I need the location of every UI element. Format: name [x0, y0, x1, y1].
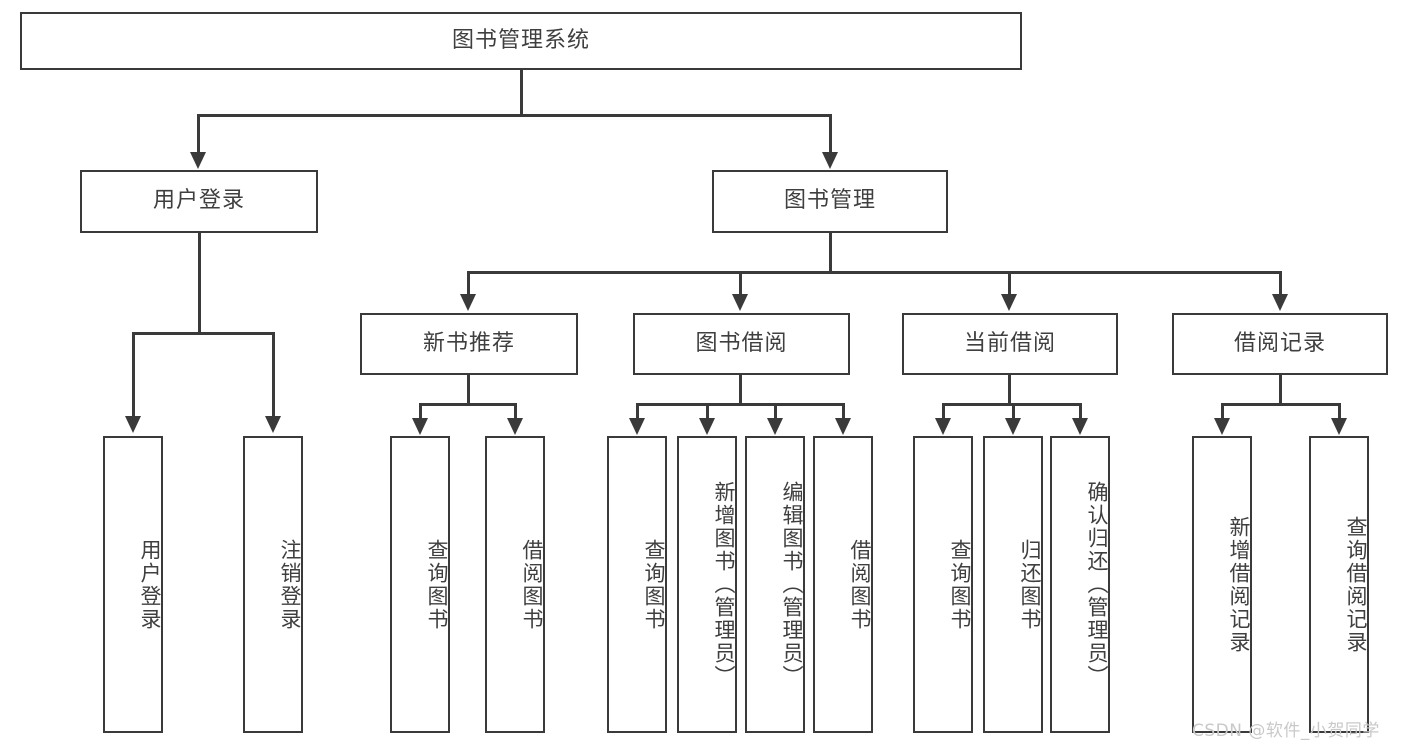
connector-book-manage-bus [467, 271, 1281, 274]
leaf-book-borrow-edit[interactable]: 编辑图书（管理员） [745, 436, 805, 733]
leaf-borrow-record-query[interactable]: 查询借阅记录 [1309, 436, 1369, 733]
arrowhead-root-to-book-manage [822, 152, 838, 169]
arrowhead-to-borrow-record [1272, 294, 1288, 311]
connector-current-borrow-stem [1008, 375, 1011, 405]
connector-to-new-book [467, 271, 470, 296]
arrowhead-borrow-record-leaf1 [1214, 418, 1230, 435]
connector-to-book-borrow [739, 271, 742, 296]
connector-borrow-record-stem [1279, 375, 1282, 405]
connector-root-bus [197, 114, 831, 117]
arrowhead-to-new-book [460, 294, 476, 311]
node-label: 查询借阅记录 [1344, 515, 1368, 654]
node-label: 用户登录 [152, 188, 245, 214]
node-book-management[interactable]: 图书管理 [712, 170, 948, 233]
arrowhead-to-current-borrow [1001, 294, 1017, 311]
leaf-book-borrow-borrow[interactable]: 借阅图书 [813, 436, 873, 733]
connector-book-borrow-leaf2 [706, 403, 709, 420]
connector-current-borrow-leaf2 [1012, 403, 1015, 420]
connector-user-login-leaf1 [132, 332, 135, 418]
node-label: 新增图书（管理员） [712, 481, 736, 688]
connector-current-borrow-leaf1 [942, 403, 945, 420]
node-label: 查询图书 [642, 538, 666, 631]
arrowhead-book-borrow-leaf4 [835, 418, 851, 435]
node-label: 编辑图书（管理员） [780, 481, 804, 688]
connector-new-book-stem [467, 375, 470, 405]
leaf-current-borrow-query[interactable]: 查询图书 [913, 436, 973, 733]
node-label: 图书管理系统 [451, 27, 590, 53]
arrowhead-book-borrow-leaf1 [629, 418, 645, 435]
connector-new-book-bus [419, 403, 517, 406]
leaf-current-borrow-confirm[interactable]: 确认归还（管理员） [1050, 436, 1110, 733]
node-label: 查询图书 [948, 538, 972, 631]
node-book-borrow[interactable]: 图书借阅 [633, 313, 850, 375]
node-label: 借阅图书 [520, 538, 544, 631]
arrowhead-user-login-leaf1 [125, 416, 141, 433]
connector-root-to-book-manage [829, 114, 832, 154]
arrowhead-borrow-record-leaf2 [1331, 418, 1347, 435]
connector-to-borrow-record [1279, 271, 1282, 296]
connector-to-current-borrow [1008, 271, 1011, 296]
arrowhead-current-borrow-leaf1 [935, 418, 951, 435]
leaf-new-book-query[interactable]: 查询图书 [390, 436, 450, 733]
arrowhead-to-book-borrow [732, 294, 748, 311]
leaf-new-book-borrow[interactable]: 借阅图书 [485, 436, 545, 733]
csdn-watermark: CSDN @软件_小贺同学 [1192, 721, 1380, 741]
leaf-current-borrow-return[interactable]: 归还图书 [983, 436, 1043, 733]
connector-book-borrow-stem [739, 375, 742, 405]
connector-book-borrow-leaf3 [774, 403, 777, 420]
connector-book-borrow-leaf4 [842, 403, 845, 420]
connector-current-borrow-leaf3 [1079, 403, 1082, 420]
connector-book-borrow-bus [636, 403, 843, 406]
connector-user-login-bus [132, 332, 274, 335]
leaf-book-borrow-query[interactable]: 查询图书 [607, 436, 667, 733]
connector-current-borrow-bus [942, 403, 1080, 406]
node-label: 当前借阅 [963, 330, 1056, 356]
connector-book-manage-stem [829, 233, 832, 273]
node-label: 确认归还（管理员） [1085, 481, 1109, 688]
node-label: 新增借阅记录 [1227, 515, 1251, 654]
node-label: 借阅记录 [1233, 330, 1326, 356]
connector-user-login-stem [198, 233, 201, 334]
connector-user-login-leaf2 [272, 332, 275, 418]
node-root-system[interactable]: 图书管理系统 [20, 12, 1022, 70]
leaf-borrow-record-add[interactable]: 新增借阅记录 [1192, 436, 1252, 733]
arrowhead-user-login-leaf2 [265, 416, 281, 433]
connector-book-borrow-leaf1 [636, 403, 639, 420]
node-borrow-record[interactable]: 借阅记录 [1172, 313, 1388, 375]
arrowhead-book-borrow-leaf2 [699, 418, 715, 435]
node-label: 用户登录 [138, 538, 162, 631]
arrowhead-root-to-user-login [190, 152, 206, 169]
connector-new-book-leaf2 [514, 403, 517, 420]
connector-root-stem [520, 70, 523, 116]
node-label: 借阅图书 [848, 538, 872, 631]
node-label: 归还图书 [1018, 538, 1042, 631]
connector-new-book-leaf1 [419, 403, 422, 420]
arrowhead-new-book-leaf1 [412, 418, 428, 435]
node-label: 图书管理 [783, 188, 876, 214]
connector-borrow-record-leaf1 [1221, 403, 1224, 420]
arrowhead-current-borrow-leaf2 [1005, 418, 1021, 435]
connector-root-to-user-login [197, 114, 200, 154]
leaf-user-login-login[interactable]: 用户登录 [103, 436, 163, 733]
node-label: 图书借阅 [695, 330, 788, 356]
node-label: 新书推荐 [422, 330, 515, 356]
node-current-borrow[interactable]: 当前借阅 [902, 313, 1118, 375]
arrowhead-new-book-leaf2 [507, 418, 523, 435]
connector-borrow-record-bus [1221, 403, 1340, 406]
node-label: 查询图书 [425, 538, 449, 631]
arrowhead-current-borrow-leaf3 [1072, 418, 1088, 435]
connector-borrow-record-leaf2 [1338, 403, 1341, 420]
node-new-book-recommend[interactable]: 新书推荐 [360, 313, 578, 375]
leaf-book-borrow-add[interactable]: 新增图书（管理员） [677, 436, 737, 733]
leaf-user-login-logout[interactable]: 注销登录 [243, 436, 303, 733]
node-label: 注销登录 [278, 538, 302, 631]
node-user-login[interactable]: 用户登录 [80, 170, 318, 233]
arrowhead-book-borrow-leaf3 [767, 418, 783, 435]
